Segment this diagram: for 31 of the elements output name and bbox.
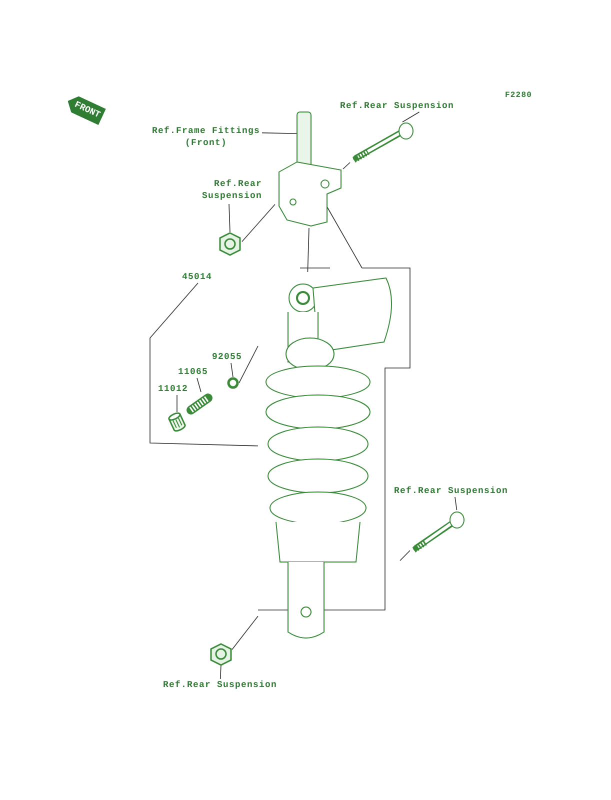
leader-line <box>454 496 458 510</box>
leader-line <box>150 282 258 446</box>
callout-label: Ref.Frame Fittings (Front) <box>150 125 262 149</box>
leader-line <box>228 204 230 232</box>
leader-line <box>238 346 258 384</box>
leader-line <box>307 228 310 272</box>
valve-cap-drawing <box>166 412 188 432</box>
nut-drawing <box>218 232 242 256</box>
callout-label: Ref.Rear Suspension <box>163 679 285 691</box>
o-ring-drawing <box>227 377 239 389</box>
callout-label: Ref.Rear Suspension <box>340 100 462 112</box>
leader-line <box>196 378 202 392</box>
leader-line <box>230 362 234 378</box>
leader-line <box>232 616 258 650</box>
part-number: 11012 <box>158 383 196 395</box>
bolt-drawing <box>410 510 465 555</box>
leader-line <box>220 664 222 680</box>
leader-line <box>400 550 410 561</box>
sheet-number: F2280 <box>505 90 532 102</box>
part-number: 11065 <box>178 366 216 378</box>
valve-drawing <box>188 392 214 414</box>
leader-line <box>176 394 178 412</box>
leader-line <box>402 112 420 122</box>
leader-line <box>242 204 276 242</box>
part-number: 92055 <box>212 351 250 363</box>
nut-drawing <box>210 643 232 665</box>
callout-label: Ref.Rear Suspension <box>394 485 516 497</box>
callout-label: Ref.Rear Suspension <box>196 178 262 202</box>
part-number: 45014 <box>182 271 222 283</box>
leader-line <box>262 132 298 134</box>
leader-line <box>342 162 350 170</box>
